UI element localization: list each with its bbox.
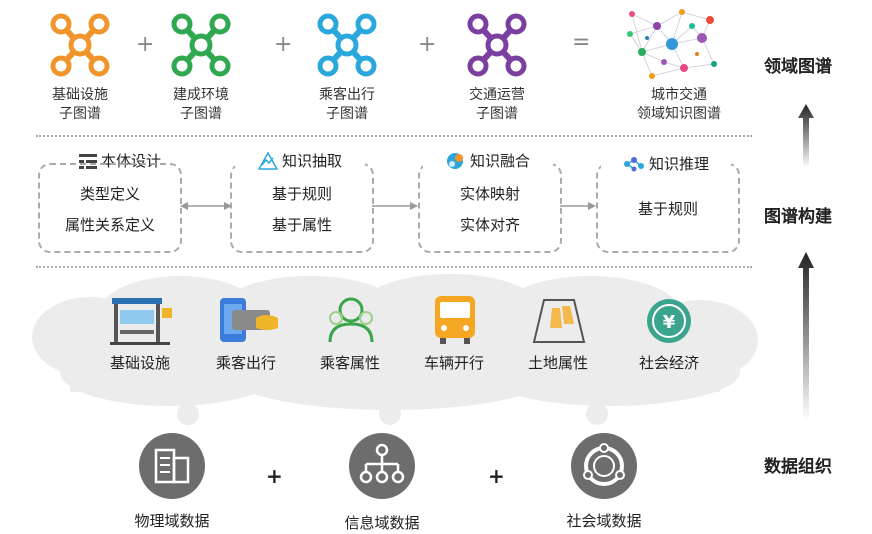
box-title-text: 知识推理	[648, 155, 709, 173]
graph-node-icon	[317, 13, 377, 77]
reasoning-icon	[623, 156, 644, 171]
building-icon	[139, 433, 205, 499]
layer-label-graph-construction: 图谱构建	[764, 207, 832, 227]
box-line: 基于规则	[271, 185, 332, 203]
payment-card-icon	[220, 298, 278, 342]
ontology-icon	[78, 153, 97, 169]
arrow-up-icon	[798, 104, 814, 168]
box-title-text: 本体设计	[100, 152, 161, 170]
process-box-extraction	[230, 163, 374, 253]
process-box-ontology	[38, 163, 182, 253]
category-label: 乘客出行	[215, 354, 276, 372]
category-label: 社会经济	[638, 354, 699, 372]
layer-label-data-organization: 数据组织	[764, 457, 832, 477]
box-title: 知识抽取	[235, 150, 365, 171]
domain-label: 物理域数据	[134, 512, 210, 530]
land-plot-icon	[532, 299, 586, 343]
box-line: 实体映射	[459, 185, 520, 203]
bus-icon	[435, 296, 475, 344]
yuan-coin-icon: ¥	[647, 299, 691, 343]
domain-label: 信息域数据	[344, 514, 420, 532]
box-line: 类型定义	[79, 185, 140, 203]
box-line: 基于规则	[637, 200, 698, 218]
extraction-icon	[257, 151, 278, 170]
network-tree-icon	[349, 433, 415, 499]
domain-label: 社会域数据	[566, 512, 642, 530]
graph-label: 交通运营 子图谱	[469, 87, 525, 122]
category-label: 车辆开行	[423, 354, 484, 372]
box-title-text: 知识融合	[469, 152, 530, 170]
layer-label-domain-graph: 领域图谱	[764, 57, 832, 77]
box-title-text: 知识抽取	[281, 152, 342, 170]
separator	[36, 266, 752, 268]
graph-node-icon	[171, 13, 231, 77]
cloud-shape	[32, 274, 758, 425]
graph-label: 乘客出行 子图谱	[319, 87, 375, 122]
category-label: 乘客属性	[319, 354, 380, 372]
box-line: 基于属性	[271, 216, 332, 234]
process-box-fusion	[418, 163, 562, 253]
knowledge-graph-icon	[627, 9, 717, 79]
equals-sign: =	[572, 30, 591, 55]
plus-sign: +	[488, 464, 505, 488]
cycle-icon	[571, 433, 637, 499]
fusion-icon	[446, 152, 463, 169]
arrow-right-icon	[560, 202, 596, 210]
box-title: 知识融合	[423, 150, 553, 171]
arrow-right-icon	[372, 202, 418, 210]
box-line: 属性关系定义	[64, 216, 155, 234]
graph-node-icon	[50, 13, 110, 77]
box-title: 知识推理	[601, 153, 731, 174]
svg-text:¥: ¥	[663, 312, 676, 333]
category-label: 基础设施	[109, 354, 170, 372]
graph-node-icon	[467, 13, 527, 77]
passengers-icon	[328, 297, 374, 343]
graph-label: 基础设施 子图谱	[52, 87, 108, 122]
box-line: 实体对齐	[459, 216, 520, 234]
box-title: 本体设计	[60, 150, 180, 171]
plus-sign: +	[418, 32, 437, 57]
plus-sign: +	[136, 32, 155, 57]
separator	[36, 135, 752, 137]
bus-stop-icon	[110, 298, 172, 345]
result-label: 城市交通 领域知识图谱	[637, 87, 721, 122]
arrow-up-icon	[798, 252, 814, 420]
plus-sign: +	[266, 464, 283, 488]
double-arrow-icon	[180, 202, 232, 210]
plus-sign: +	[274, 32, 293, 57]
category-label: 土地属性	[527, 354, 588, 372]
graph-label: 建成环境 子图谱	[173, 87, 229, 122]
